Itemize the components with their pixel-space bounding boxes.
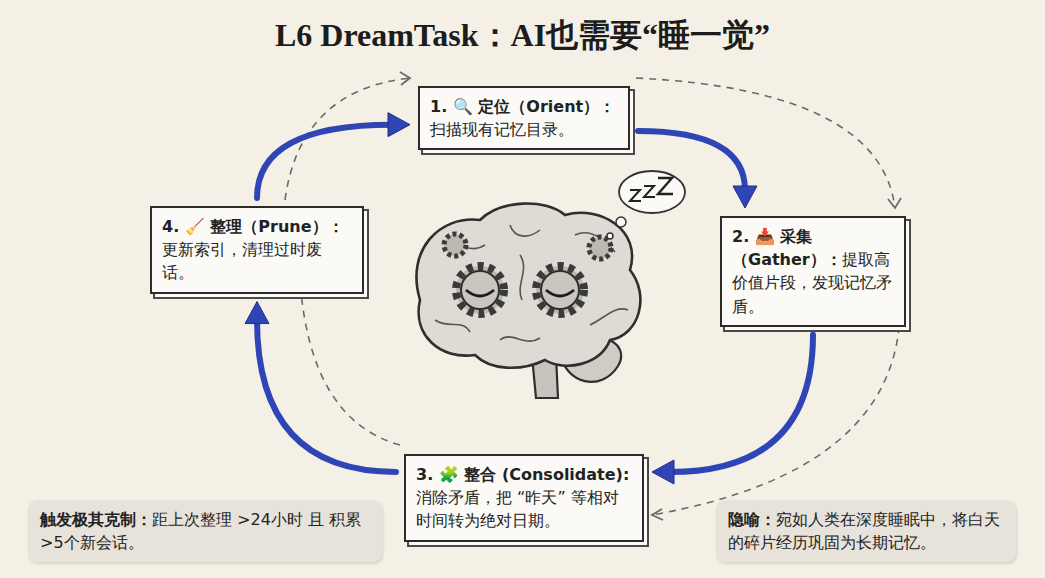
box-heading: 触发极其克制： <box>40 510 152 529</box>
brain-outline <box>416 204 640 368</box>
dashed-arc <box>300 280 400 445</box>
arrowhead <box>245 302 269 324</box>
arrowhead <box>733 186 757 208</box>
arrow-line <box>257 320 396 472</box>
gear <box>541 271 579 309</box>
small-gear <box>444 234 466 256</box>
arrow-line <box>638 131 745 190</box>
process-box: 1. 🔍 定位（Orient）： 扫描现有记忆目录。 <box>418 86 630 150</box>
box-heading: 1. 🔍 定位（Orient）： <box>430 97 615 116</box>
box-heading: 3. 🧩 整合 (Consolidate): <box>416 465 629 484</box>
bubble-dot <box>616 217 626 227</box>
fold <box>435 320 470 332</box>
chevron <box>888 198 901 208</box>
fold <box>520 255 524 300</box>
diagram-title: L6 DreamTask：AI也需要“睡一觉” <box>0 14 1045 58</box>
closed-eye <box>466 290 494 296</box>
chevron <box>400 72 410 85</box>
z-mark <box>630 190 641 201</box>
sleep-bubble <box>607 171 685 239</box>
cycle-arrow <box>652 335 813 484</box>
cycle-arrow <box>245 302 396 472</box>
process-box: 3. 🧩 整合 (Consolidate): 消除矛盾，把 “昨天” 等相对时间转… <box>404 454 644 542</box>
arrow-line <box>257 125 392 198</box>
process-box: 4. 🧹 整理（Prune）： 更新索引，清理过时废话。 <box>150 206 364 294</box>
z-mark <box>644 186 655 197</box>
box-heading: 2. 📥 采集（Gather）： <box>732 227 842 269</box>
box-heading: 4. 🧹 整理（Prune）： <box>162 217 344 236</box>
dashed-arc <box>652 300 900 515</box>
fold <box>590 309 628 325</box>
process-box: 2. 📥 采集（Gather）：提取高价值片段，发现记忆矛盾。 <box>720 216 906 327</box>
brain <box>416 204 640 398</box>
cycle-arrow <box>638 131 757 208</box>
note-box: 触发极其克制：距上次整理 >24小时 且 积累 >5个新会话。 <box>28 500 382 562</box>
z-mark <box>658 178 673 194</box>
note-box: 隐喻：宛如人类在深度睡眠中，将白天的碎片经历巩固为长期记忆。 <box>716 500 1016 562</box>
fold <box>510 225 540 236</box>
closed-eye <box>546 290 574 296</box>
cycle-arrow <box>257 113 410 198</box>
box-text: 消除矛盾，把 “昨天” 等相对时间转为绝对日期。 <box>416 488 619 530</box>
arrow-line <box>670 335 813 472</box>
box-heading: 隐喻： <box>728 510 776 529</box>
bubble <box>619 171 685 213</box>
chevron <box>652 509 663 520</box>
arrowhead <box>652 460 674 484</box>
fold <box>500 337 540 341</box>
box-text: 更新索引，清理过时废话。 <box>162 240 322 282</box>
arrowhead <box>388 113 410 137</box>
small-gear <box>589 237 611 259</box>
box-text: 扫描现有记忆目录。 <box>430 120 574 139</box>
brain-folds <box>435 225 628 341</box>
gear <box>461 271 499 309</box>
bubble-dot <box>607 233 613 239</box>
gear-teeth <box>536 266 584 314</box>
gear-teeth <box>456 266 504 314</box>
